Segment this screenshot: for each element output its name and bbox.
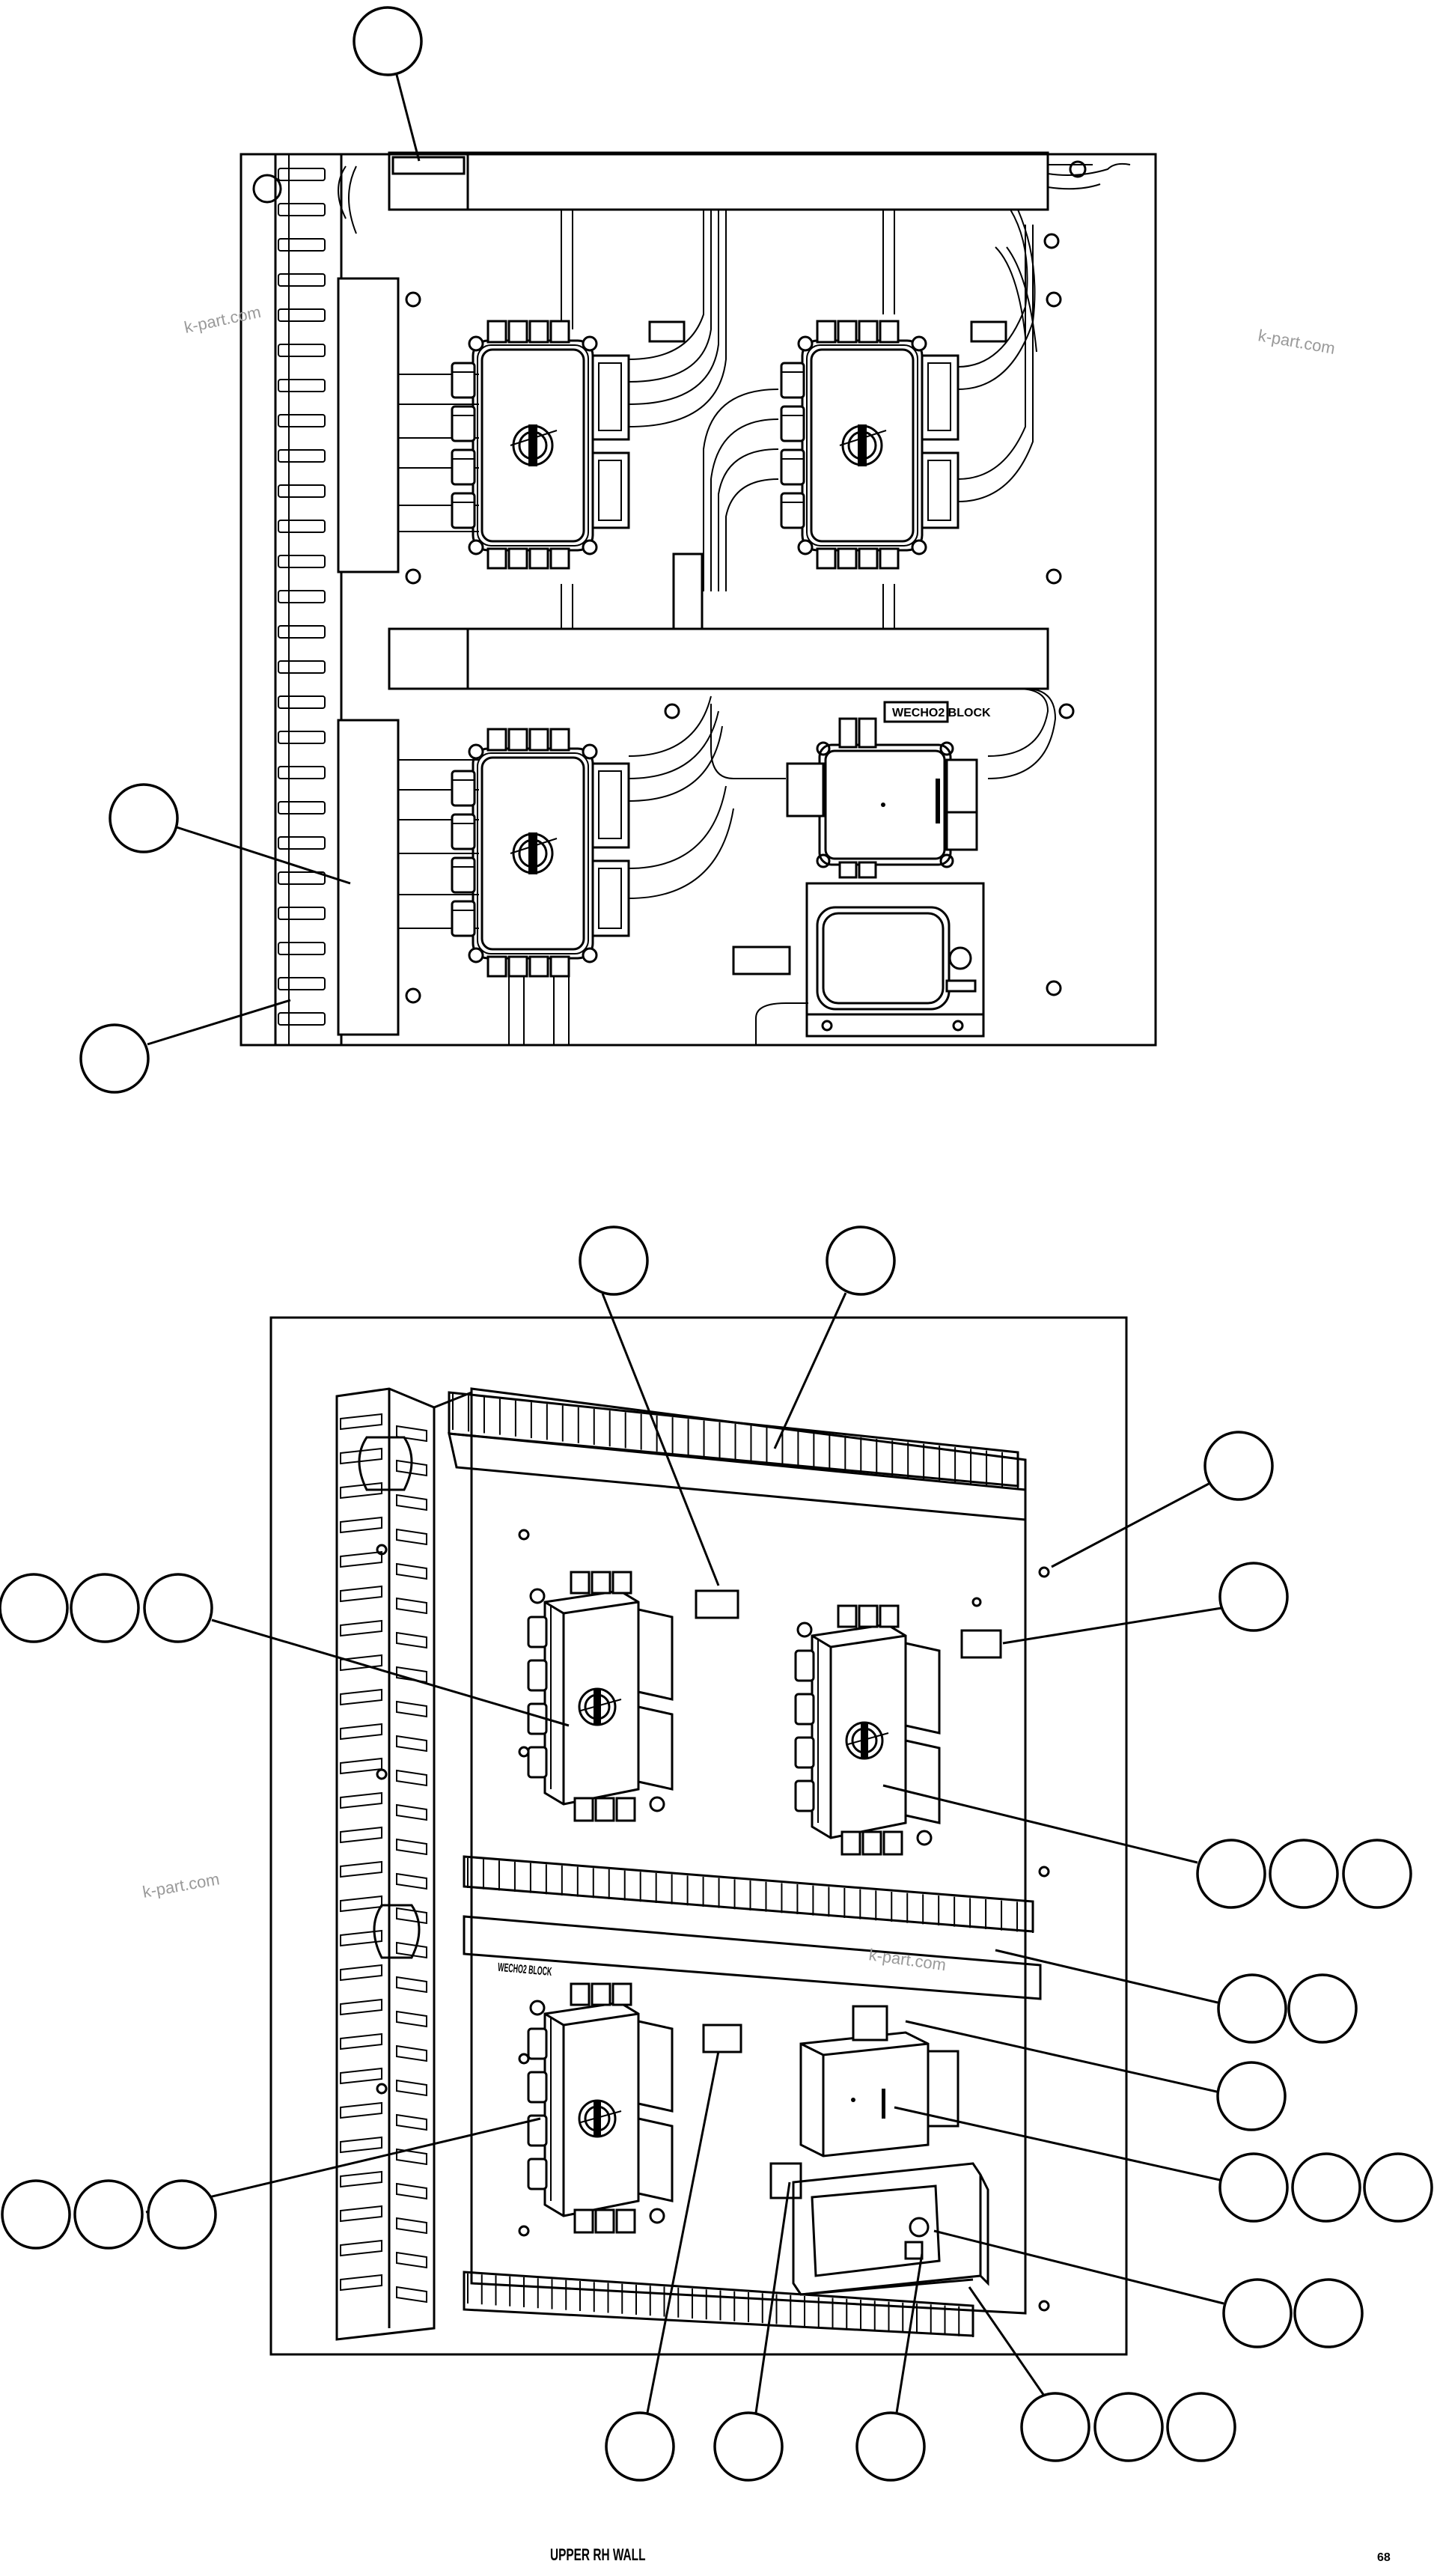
callout-bubble-15	[1287, 1973, 1358, 2044]
callout-bubble-9	[70, 1573, 140, 1643]
callout-leader-3	[147, 999, 291, 1046]
callout-bubble-24	[1293, 2278, 1364, 2348]
callout-leader-4	[601, 1293, 720, 1586]
top-horizontal-wire-duct	[388, 151, 1131, 211]
disconnect-box-iso-3	[527, 1982, 674, 2234]
callout-leader-16	[754, 2181, 791, 2414]
block-label-bottom: WECHO2 BLOCK	[497, 1960, 552, 1979]
callout-bubble-28	[1020, 2392, 1090, 2462]
callout-bubble-20	[1, 2179, 71, 2250]
callout-bubble-16	[1216, 2061, 1287, 2131]
top-label-plate-1	[648, 320, 686, 343]
top-left-wire-duct	[252, 153, 400, 1047]
callout-bubble-2	[109, 783, 179, 853]
disconnect-box-top-2	[780, 320, 959, 570]
callout-bubbles	[0, 6, 1433, 2482]
bottom-mounting-holes	[376, 1529, 1050, 2312]
callout-bubble-25	[605, 2411, 675, 2482]
callout-leader-12	[894, 2106, 1221, 2181]
callout-leader-14	[933, 2229, 1224, 2305]
callout-bubble-6	[1203, 1431, 1274, 1501]
disconnect-box-top-1	[451, 320, 630, 570]
callout-bubble-13	[1342, 1839, 1412, 1909]
mid-horizontal-wire-duct	[388, 627, 1049, 690]
callout-bubble-19	[1363, 2152, 1433, 2223]
top-wire-bundles	[398, 209, 1057, 1045]
top-mounting-holes	[405, 233, 1075, 1004]
callout-bubble-17	[1218, 2152, 1289, 2223]
bottom-disconnect-boxes	[527, 1571, 941, 2234]
callout-bubble-23	[1222, 2278, 1293, 2348]
callout-bubble-11	[1196, 1839, 1266, 1909]
callout-bubble-30	[1166, 2392, 1236, 2462]
top-label-plate-3	[732, 946, 791, 975]
callout-leader-18	[968, 2286, 1046, 2396]
callout-leader-1	[395, 74, 421, 162]
view-caption: UPPER RH WALL	[550, 2545, 646, 2564]
bottom-label-plate-1	[695, 1589, 739, 1619]
page-number: 68	[1377, 2551, 1391, 2564]
bottom-view: WECHO2 BLOCK	[269, 1316, 1128, 2356]
callout-leader-15	[646, 2050, 720, 2414]
bottom-label-plate-3	[702, 2024, 742, 2053]
callout-leader-6	[1051, 1482, 1209, 1568]
watermark-1: k-part.com	[183, 302, 263, 337]
callout-leader-10	[995, 1949, 1218, 2004]
watermark-2: k-part.com	[1257, 326, 1337, 358]
disconnect-box-iso-1	[527, 1571, 674, 1822]
bottom-back-panel	[470, 1387, 1027, 2315]
callout-bubble-21	[73, 2179, 144, 2250]
top-view: WECHO2 BLOCK	[240, 151, 1157, 1047]
callout-leader-2	[176, 826, 351, 885]
disconnect-box-top-3	[451, 728, 630, 978]
watermark-3: k-part.com	[141, 1869, 222, 1901]
callout-bubble-26	[713, 2411, 784, 2482]
top-disconnect-boxes	[451, 320, 959, 978]
bottom-label-plate-2	[960, 1629, 1002, 1659]
bottom-label-plate-4	[769, 2162, 802, 2199]
bottom-terminal-block-box	[799, 2005, 959, 2158]
top-panel-outline	[240, 153, 1157, 1047]
callout-leaders	[145, 74, 1224, 2414]
callout-bubble-10	[143, 1573, 213, 1643]
callout-bubble-22	[147, 2179, 217, 2250]
callout-bubble-18	[1291, 2152, 1361, 2223]
callout-bubble-8	[0, 1573, 69, 1643]
top-terminal-block-box	[786, 717, 978, 879]
callout-bubble-4	[579, 1225, 649, 1296]
callout-leader-8	[211, 1619, 570, 1727]
bottom-horizontal-wire-ducts	[448, 1391, 1042, 2337]
disconnect-box-iso-2	[794, 1604, 941, 1856]
callout-bubble-29	[1093, 2392, 1164, 2462]
callout-bubble-27	[855, 2411, 926, 2482]
callout-leader-9	[882, 1784, 1198, 1864]
top-label-plate-2	[970, 320, 1007, 343]
bottom-view-frame	[269, 1316, 1128, 2356]
callout-bubble-1	[353, 6, 423, 76]
top-receptacle-box	[805, 882, 985, 1038]
callout-bubble-3	[79, 1023, 150, 1094]
watermark-4: k-part.com	[867, 1945, 947, 1974]
callout-leader-11	[905, 2020, 1221, 2094]
callout-leader-7	[1002, 1607, 1222, 1645]
callout-bubble-7	[1218, 1562, 1289, 1632]
callout-bubble-14	[1217, 1973, 1287, 2044]
block-label-top: WECHO2 BLOCK	[892, 707, 991, 719]
callout-leader-17	[895, 2253, 924, 2414]
callout-bubble-12	[1269, 1839, 1339, 1909]
callout-leader-5	[773, 1292, 847, 1449]
bottom-left-wire-duct	[335, 1387, 472, 2341]
top-block-label-plate	[883, 701, 949, 723]
bottom-receptacle-bracket	[792, 2162, 989, 2296]
callout-bubble-5	[826, 1225, 896, 1296]
